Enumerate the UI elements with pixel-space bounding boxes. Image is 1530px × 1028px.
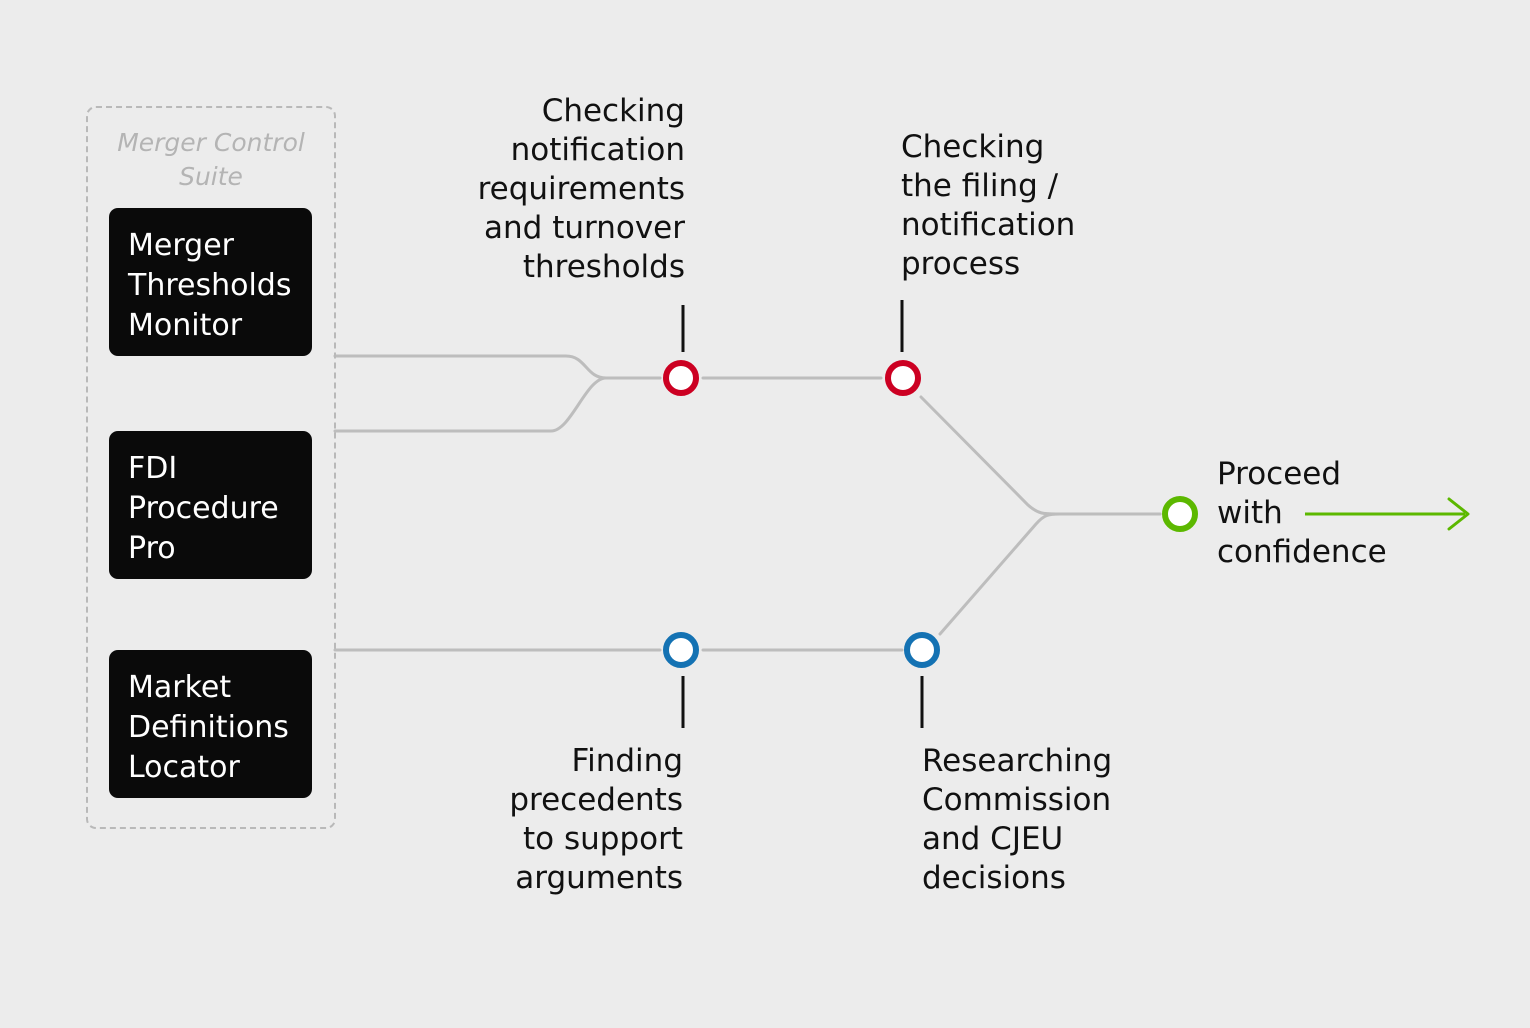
step-label-finding-precedents: Finding precedents to support arguments [509,743,683,896]
step-label-checking-filing-notification-process: Checking the filing / notification proce… [901,129,1076,282]
tool-card-label: FDI Procedure Pro [128,451,279,566]
wire-step3-to-outcome [938,512,1162,636]
green-ring-node-outcome[interactable] [1162,496,1198,532]
wire-tool1-to-upper-track [333,354,662,380]
step-label-checking-notification-requirements: Checking notification requirements and t… [477,93,685,285]
merger-control-suite-title: Merger Control Suite [117,128,305,191]
blue-ring-node-step3[interactable] [904,632,940,668]
red-ring-node-step1[interactable] [885,360,921,396]
tool-card-label: Market Definitions Locator [128,670,289,785]
step-label-researching-commission-cjeu: Researching Commission and CJEU decision… [922,743,1113,896]
red-ring-node-step0[interactable] [663,360,699,396]
wire-tool2-to-upper-track [333,376,662,433]
blue-ring-node-step2[interactable] [663,632,699,668]
arrow-right-icon-head [1447,497,1470,531]
tool-card-market-definitions-locator[interactable]: Market Definitions Locator [109,650,312,798]
tool-card-label: Merger Thresholds Monitor [128,228,292,343]
outcome-label-proceed-with-confidence: Proceed with confidence [1217,456,1387,570]
wire-step1-to-outcome [919,395,1162,516]
merger-control-suite-frame [86,106,336,829]
tool-card-merger-thresholds-monitor[interactable]: Merger Thresholds Monitor [109,208,312,356]
tool-card-fdi-procedure-pro[interactable]: FDI Procedure Pro [109,431,312,579]
